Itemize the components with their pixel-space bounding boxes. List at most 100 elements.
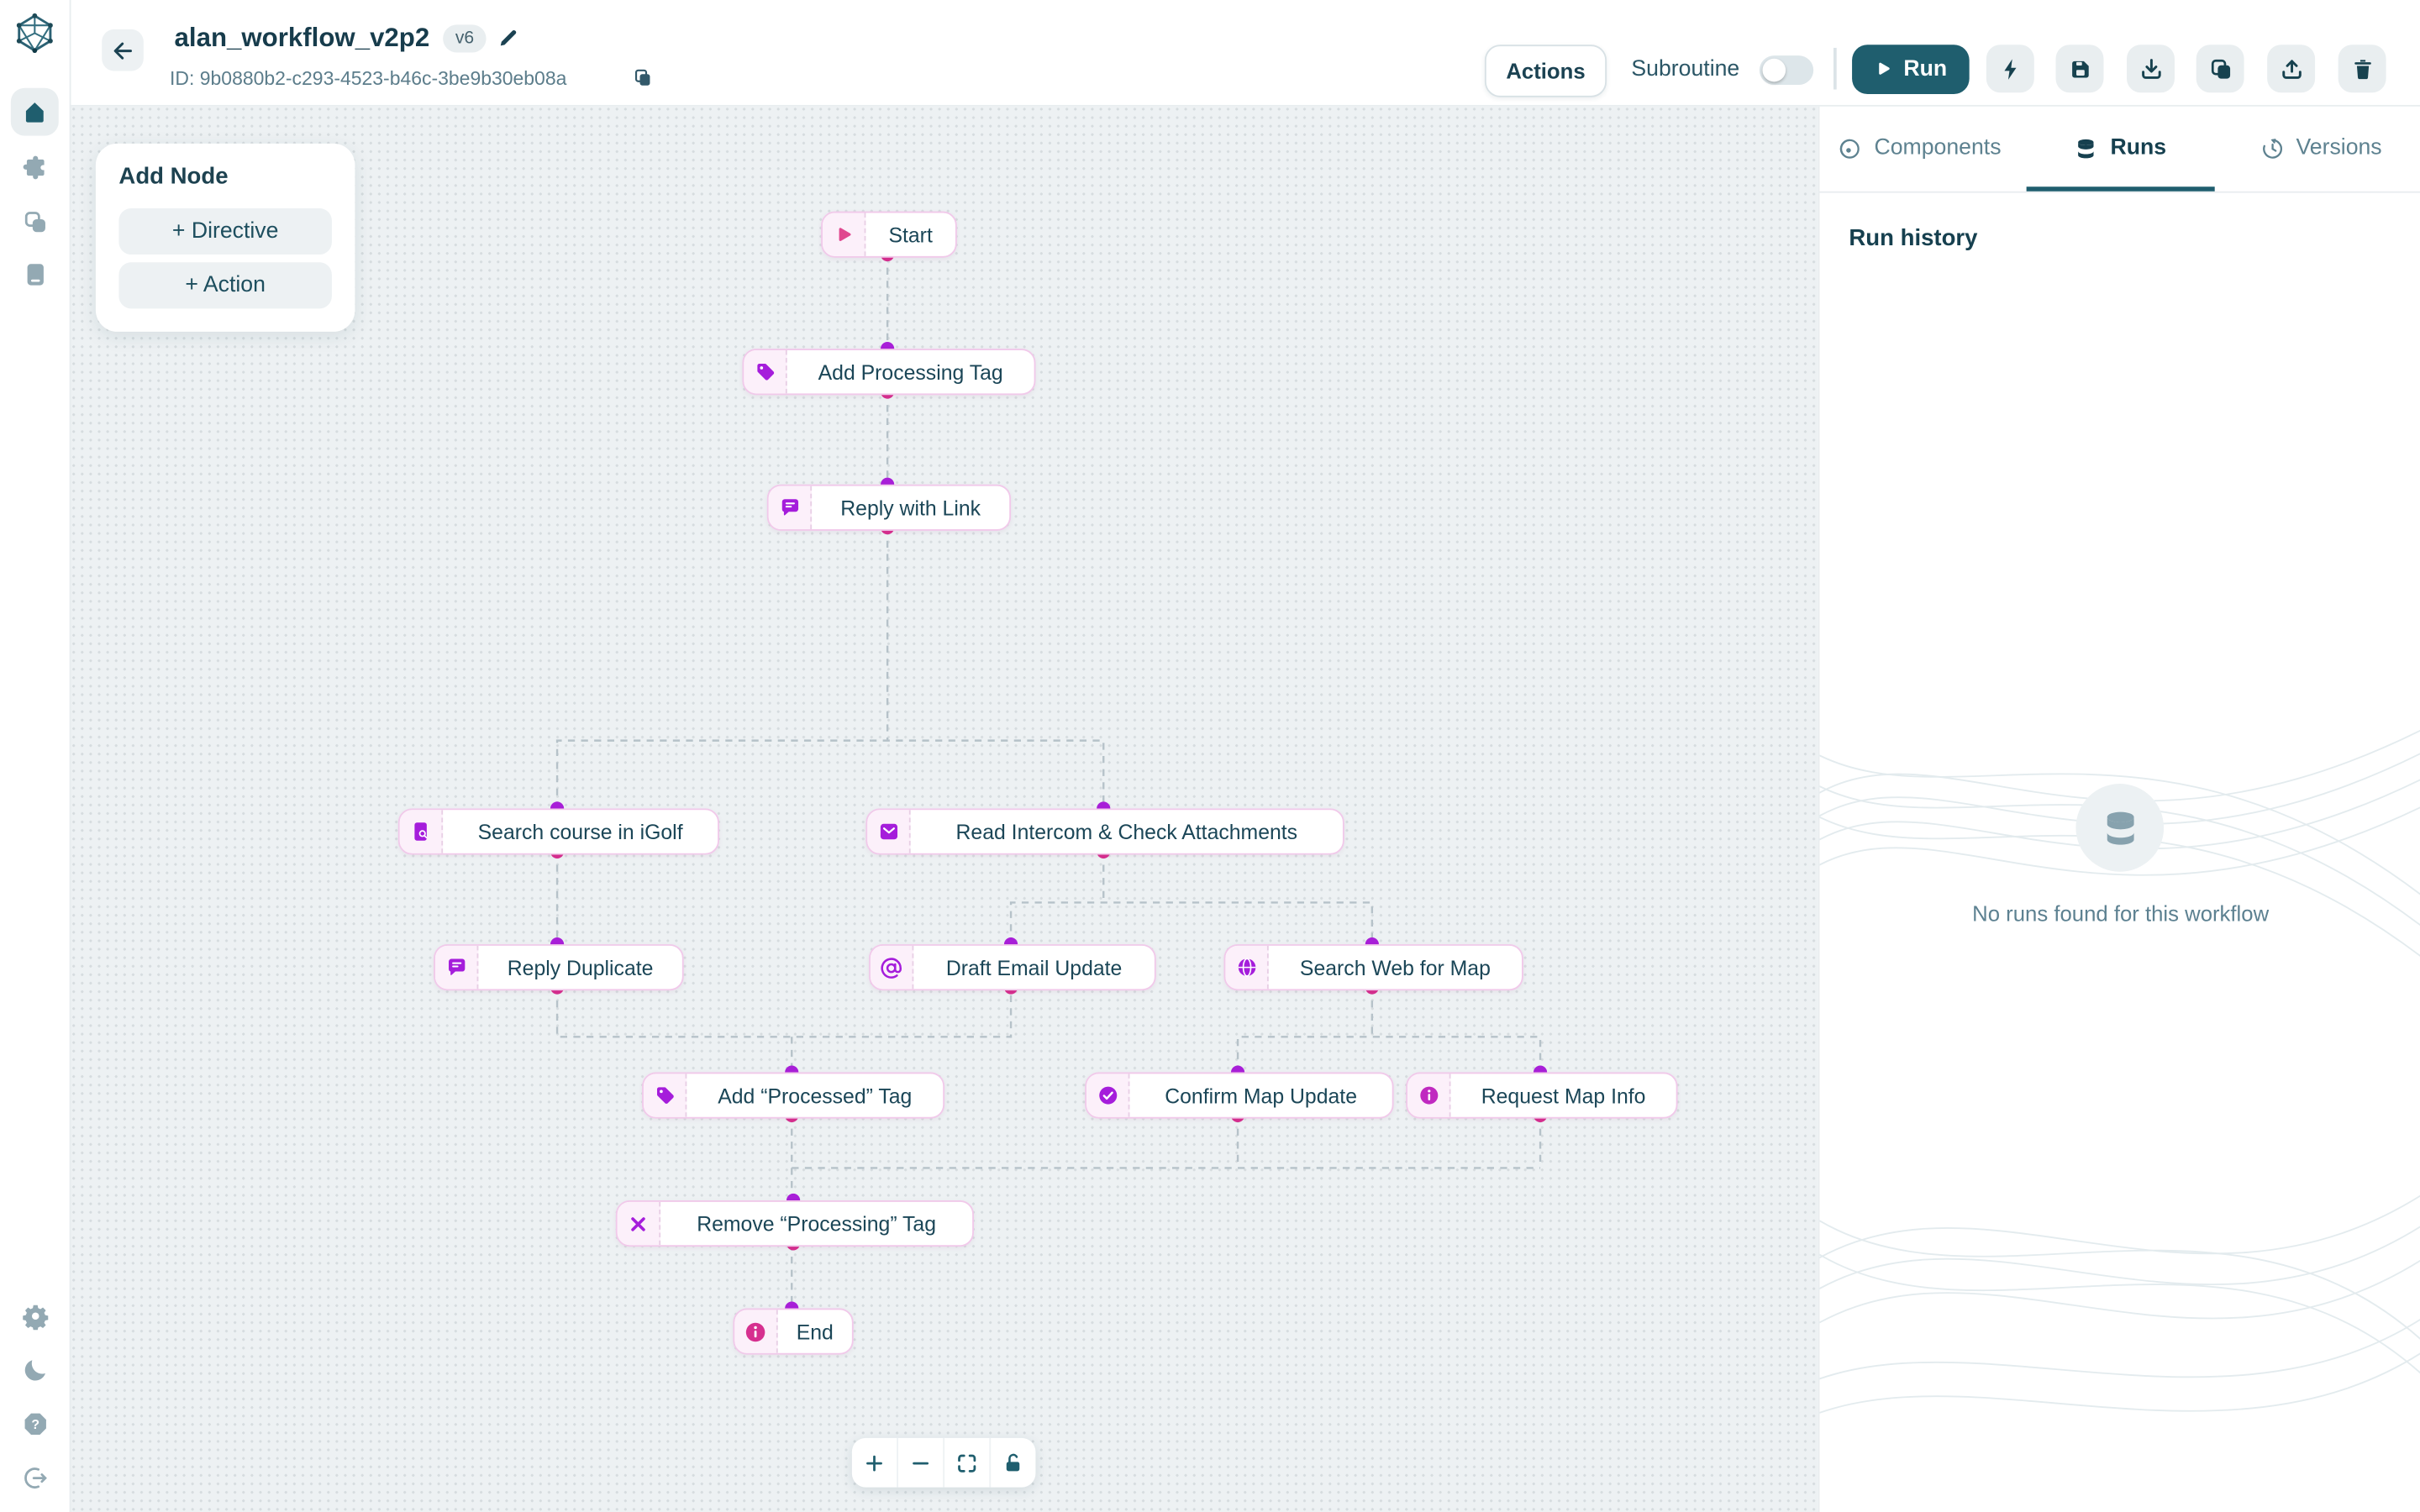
node-label: Remove “Processing” Tag <box>697 1211 937 1236</box>
toggle-knob <box>1762 58 1786 82</box>
zoom-in-button[interactable] <box>852 1438 897 1488</box>
chat-icon <box>434 945 479 990</box>
play-icon <box>822 213 866 256</box>
node-label: Reply with Link <box>840 496 981 520</box>
gear-icon <box>21 1301 49 1330</box>
add-action-button[interactable]: + Action <box>118 262 332 309</box>
node-label: Read Intercom & Check Attachments <box>955 820 1298 843</box>
node-label: Add Processing Tag <box>818 360 1003 384</box>
home-icon <box>22 99 48 125</box>
plus-icon <box>866 1454 882 1471</box>
right-panel-tabs: Components Runs Versions <box>1819 105 2420 193</box>
quick-run-button[interactable] <box>1986 45 2034 93</box>
run-label: Run <box>1903 56 1948 82</box>
divider <box>943 1437 945 1488</box>
pencil-icon <box>500 30 517 46</box>
delete-button[interactable] <box>2338 45 2386 93</box>
workflow-node-add-processed-tag[interactable]: Add “Processed” Tag <box>642 1072 945 1119</box>
add-directive-button[interactable]: + Directive <box>118 207 332 255</box>
add-node-heading: Add Node <box>118 163 229 190</box>
add-node-panel: Add Node + Directive + Action <box>95 143 355 332</box>
workflow-canvas[interactable]: Add Node + Directive + Action Start Add … <box>69 104 1818 1512</box>
workflow-node-draft-email-update[interactable]: Draft Email Update <box>869 944 1156 991</box>
arrow-left-icon <box>113 41 132 59</box>
layers-copy-icon <box>21 207 49 235</box>
lock-toggle-button[interactable] <box>991 1438 1035 1488</box>
document-search-icon <box>399 810 444 853</box>
fit-view-icon <box>958 1453 976 1472</box>
chat-icon <box>768 486 813 529</box>
node-label: Search course in iGolf <box>477 820 683 843</box>
sidebar-item-logout[interactable] <box>11 1453 59 1501</box>
left-sidebar: ? <box>0 0 71 1512</box>
edit-title-button[interactable] <box>497 26 520 50</box>
sidebar-item-dark-mode[interactable] <box>11 1346 59 1394</box>
tab-components[interactable]: Components <box>1826 105 2014 192</box>
actions-button[interactable]: Actions <box>1484 45 1607 97</box>
download-button[interactable] <box>2127 45 2175 93</box>
workflow-node-reply-with-link[interactable]: Reply with Link <box>766 484 1012 531</box>
moon-icon <box>21 1356 49 1383</box>
node-label: Draft Email Update <box>945 955 1123 979</box>
components-icon <box>1840 138 1860 158</box>
tab-label: Versions <box>2296 135 2382 161</box>
node-label: Reply Duplicate <box>507 955 654 979</box>
logout-icon <box>21 1463 49 1491</box>
duplicate-button[interactable] <box>2196 45 2244 93</box>
back-button[interactable] <box>102 29 144 71</box>
page-title: alan_workflow_v2p2 <box>174 23 430 53</box>
sidebar-item-settings[interactable] <box>11 1291 59 1339</box>
sidebar-item-home[interactable] <box>10 87 59 136</box>
globe-icon <box>1225 945 1269 990</box>
zoom-out-button[interactable] <box>898 1438 943 1488</box>
copy-id-button[interactable] <box>633 68 653 88</box>
run-history-heading: Run history <box>1849 225 1978 252</box>
save-icon <box>2071 60 2088 77</box>
unlock-icon <box>1006 1452 1020 1471</box>
database-icon <box>2106 811 2133 844</box>
canvas-controls <box>851 1437 1036 1488</box>
run-button[interactable]: Run <box>1852 45 1970 95</box>
workflow-node-search-igolf[interactable]: Search course in iGolf <box>397 808 719 855</box>
lightning-icon <box>2003 58 2016 79</box>
workflow-node-start[interactable]: Start <box>821 211 957 258</box>
at-sign-icon <box>870 945 914 990</box>
database-icon <box>2078 138 2095 158</box>
workflow-node-read-intercom[interactable]: Read Intercom & Check Attachments <box>865 808 1344 855</box>
fit-view-button[interactable] <box>944 1438 989 1488</box>
workflow-node-request-map-info[interactable]: Request Map Info <box>1406 1072 1678 1119</box>
workflow-id: ID: 9b0880b2-c293-4523-b46c-3be9b30eb08a <box>170 67 567 90</box>
tab-label: Runs <box>2110 135 2167 161</box>
right-panel: Components Runs Versions Run history No … <box>1818 104 2420 1512</box>
info-circle-icon <box>1407 1074 1451 1117</box>
puzzle-icon <box>21 154 49 181</box>
divider <box>989 1437 992 1488</box>
tab-versions[interactable]: Versions <box>2227 105 2415 192</box>
mail-icon <box>867 810 911 853</box>
workflow-node-search-web-map[interactable]: Search Web for Map <box>1223 944 1523 991</box>
workflow-node-remove-processing-tag[interactable]: Remove “Processing” Tag <box>615 1200 974 1247</box>
workflow-node-confirm-map-update[interactable]: Confirm Map Update <box>1085 1072 1394 1119</box>
sidebar-item-workflows[interactable] <box>11 197 59 245</box>
empty-state-message: No runs found for this workflow <box>1972 900 2270 927</box>
download-icon <box>2141 58 2160 78</box>
upload-button[interactable] <box>2267 45 2316 93</box>
node-label: Add “Processed” Tag <box>718 1084 913 1107</box>
tab-runs[interactable]: Runs <box>2026 105 2215 192</box>
workflow-node-end[interactable]: End <box>733 1308 854 1355</box>
tag-icon <box>643 1074 687 1117</box>
workflow-node-reply-duplicate[interactable]: Reply Duplicate <box>434 944 684 991</box>
save-button[interactable] <box>2055 45 2104 93</box>
sidebar-item-knowledge[interactable] <box>11 250 59 298</box>
sidebar-item-integrations[interactable] <box>11 144 59 192</box>
svg-text:?: ? <box>30 1417 39 1431</box>
subroutine-toggle[interactable] <box>1759 55 1814 86</box>
wave-decoration <box>1819 729 2420 1414</box>
node-label: End <box>796 1320 834 1343</box>
tab-label: Components <box>1874 135 2002 161</box>
workflow-node-add-processing-tag[interactable]: Add Processing Tag <box>742 349 1036 396</box>
trash-icon <box>2354 59 2370 79</box>
sidebar-item-help[interactable]: ? <box>11 1399 59 1447</box>
divider <box>1833 47 1836 90</box>
copy-icon <box>634 69 650 86</box>
